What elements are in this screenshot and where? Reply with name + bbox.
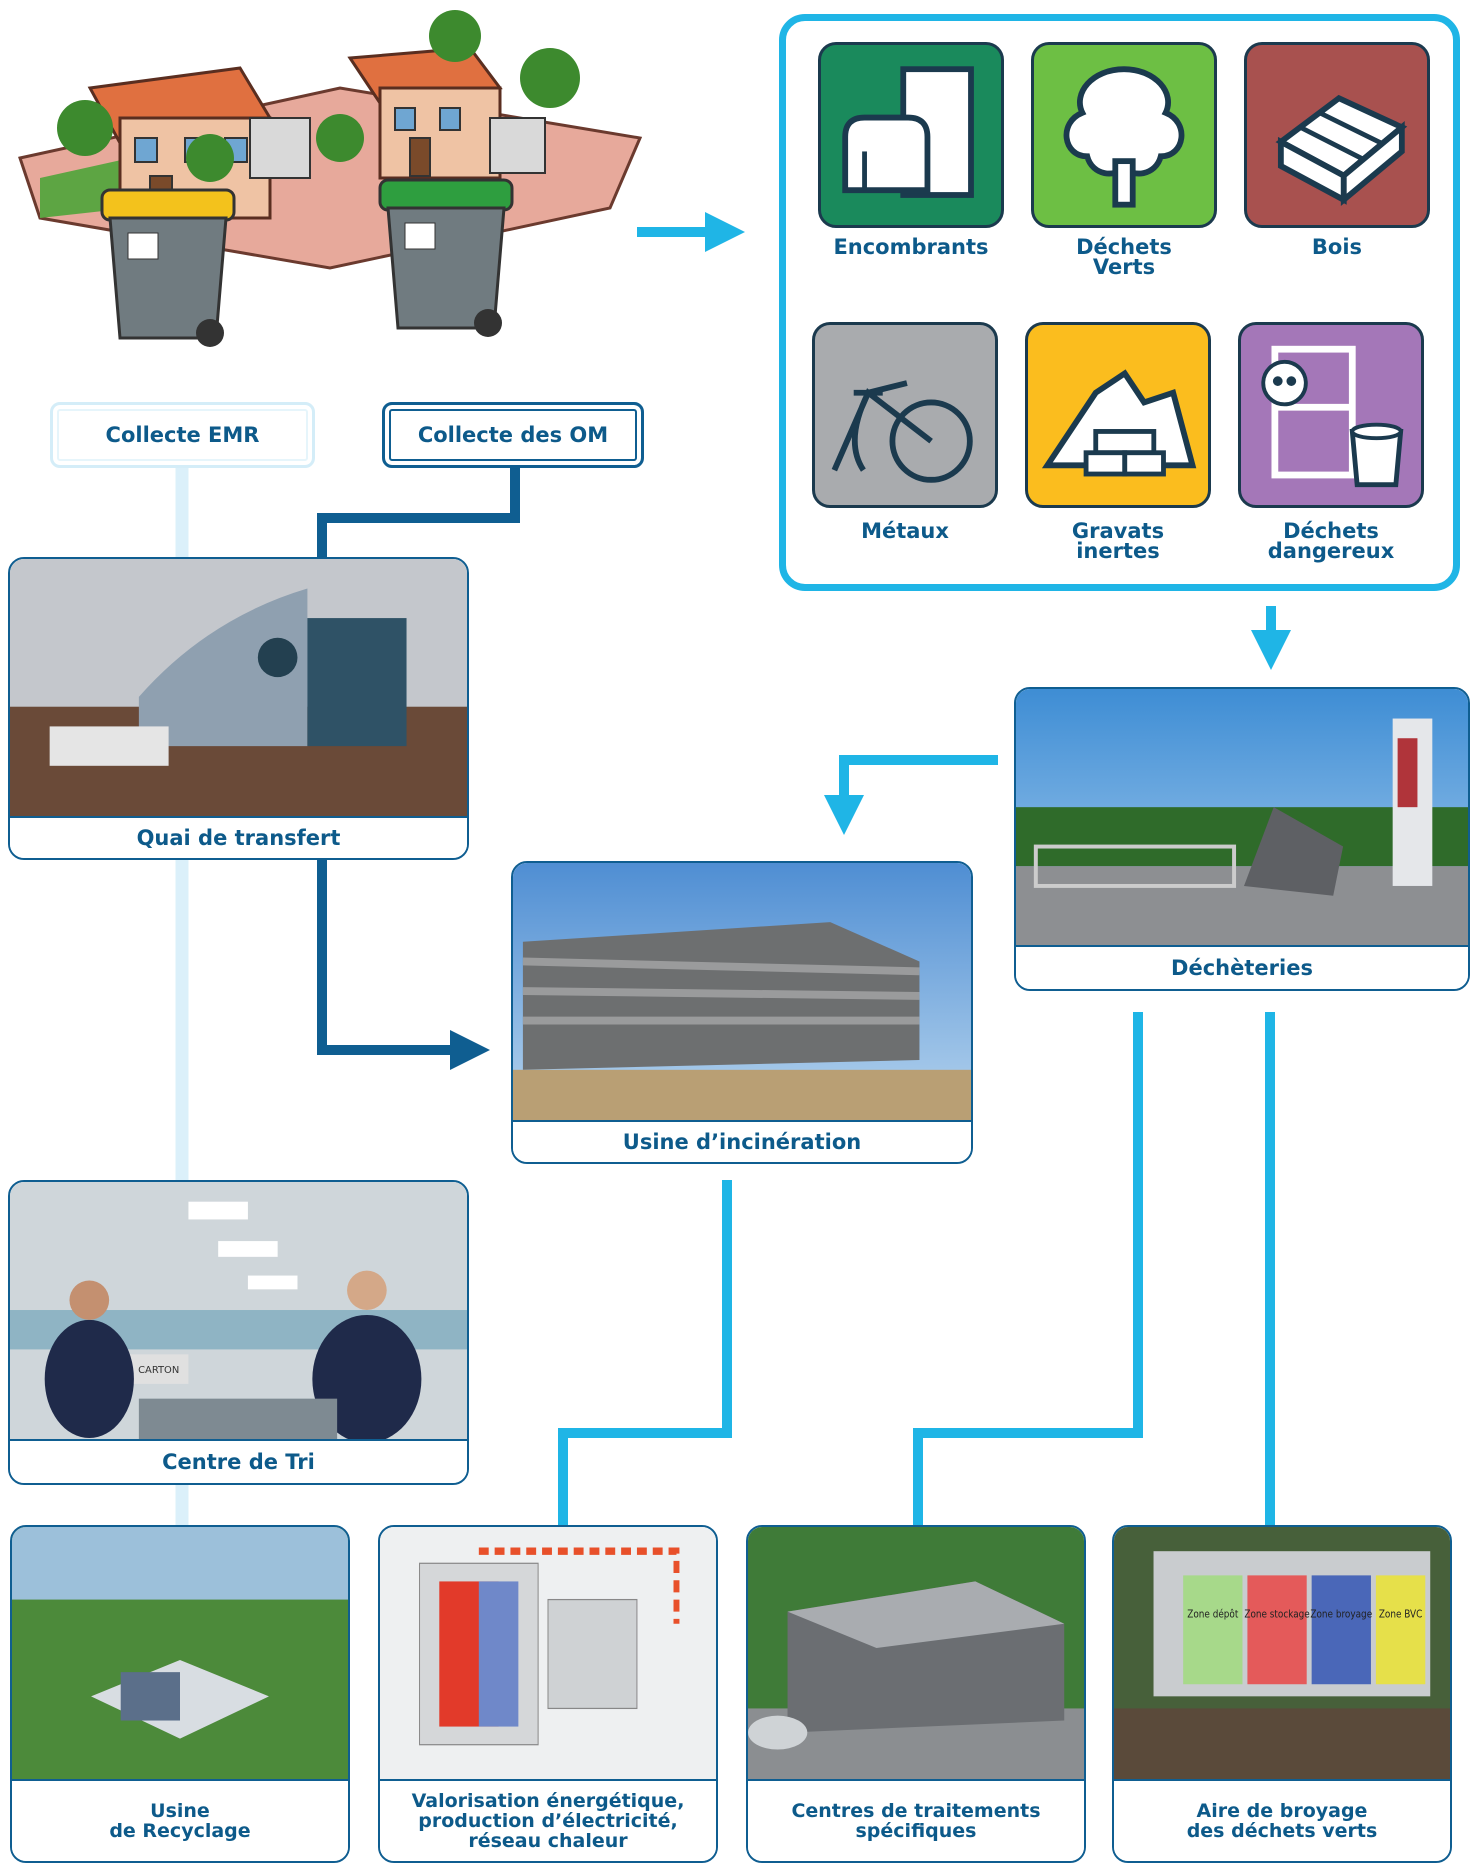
tree-icon (1063, 66, 1185, 208)
energy-recovery-diagram (380, 1527, 716, 1781)
usine-recyclage-card: Usine de Recyclage (10, 1525, 350, 1863)
sofa-fridge-icon (842, 66, 974, 198)
dechets-dangereux-tile (1238, 322, 1424, 508)
metaux-label: Métaux (861, 519, 949, 543)
sorting-center-photo: CARTON (10, 1182, 467, 1441)
dechetteries-photo (1016, 689, 1468, 947)
transfer-station-photo (10, 559, 467, 818)
flow-om-to-transfer (317, 460, 520, 560)
incineration-label: Usine d’incinération (513, 1120, 971, 1162)
treatment-center-photo (748, 1527, 1084, 1781)
valorisation-energetique-label: Valorisation énergétique, production d’é… (380, 1779, 716, 1861)
zone-label-3: Zone BVC (1379, 1609, 1423, 1621)
flow-transfer-to-incineration (317, 860, 490, 1070)
valorisation-energetique-card: Valorisation énergétique, production d’é… (378, 1525, 718, 1863)
aire-de-broyage-label: Aire de broyage des déchets verts (1114, 1779, 1450, 1861)
quai-de-transfert-card: Quai de transfert (8, 557, 469, 860)
centres-traitements-label: Centres de traitements spécifiques (748, 1779, 1084, 1861)
flow-dechetteries-to-incineration (824, 755, 998, 835)
collecte-emr-label: Collecte EMR (50, 402, 315, 468)
dechets-verts-tile (1031, 42, 1217, 228)
bois-tile (1244, 42, 1430, 228)
incineration-card: Usine d’incinération (511, 861, 973, 1164)
houses-bins-illustration (18, 10, 643, 347)
yellow-bin-icon (100, 188, 236, 347)
dechets-dangereux-label: Déchets dangereux (1267, 519, 1395, 563)
dechetteries-card: Déchèteries (1014, 687, 1470, 991)
gravats-tile (1025, 322, 1211, 508)
incineration-plant-photo (513, 863, 971, 1122)
centre-de-tri-label: Centre de Tri (10, 1439, 467, 1483)
recycling-plant-photo (12, 1527, 348, 1781)
bicycle-icon (831, 380, 973, 483)
dechetteries-label: Déchèteries (1016, 945, 1468, 989)
zone-label-1: Zone stockage (1244, 1609, 1309, 1621)
centre-de-tri-card: CARTON Centre de Tri (8, 1180, 469, 1485)
rubble-icon (1041, 369, 1197, 477)
usine-recyclage-label: Usine de Recyclage (12, 1779, 348, 1861)
hazard-icon (1261, 345, 1404, 488)
waste-types-panel: Encombrants Déchets Verts Bois Métaux Gr… (779, 14, 1460, 591)
centres-traitements-card: Centres de traitements spécifiques (746, 1525, 1086, 1863)
collecte-om-label: Collecte des OM (382, 402, 644, 468)
carton-sign: CARTON (138, 1365, 179, 1376)
quai-de-transfert-label: Quai de transfert (10, 816, 467, 858)
metaux-tile (812, 322, 998, 508)
pallet-icon (1275, 94, 1408, 207)
encombrants-label: Encombrants (833, 235, 989, 259)
bois-label: Bois (1311, 235, 1363, 259)
encombrants-tile (818, 42, 1004, 228)
zone-label-2: Zone broyage (1310, 1609, 1372, 1621)
green-bin-icon (378, 178, 514, 337)
dechets-verts-label: Déchets Verts (1076, 235, 1172, 279)
zone-label-0: Zone dépôt (1187, 1608, 1238, 1621)
gravats-label: Gravats inertes (1071, 519, 1165, 563)
